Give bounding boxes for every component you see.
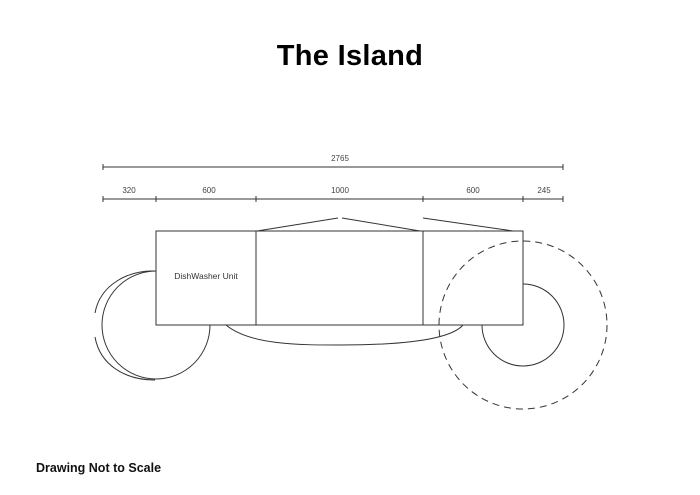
dishwasher-outer-swing-arc (94, 270, 156, 314)
door-swing-lines (256, 217, 514, 232)
right-door-swing-arc (481, 283, 565, 367)
dishwasher-door-swing-arc (101, 270, 211, 380)
island-outline (155, 230, 524, 326)
segment-label-1: 320 (122, 186, 136, 195)
segment-label-4: 600 (466, 186, 480, 195)
segment-label-2: 600 (202, 186, 216, 195)
dashed-clearance-circle (438, 240, 608, 410)
segment-dimension-line (102, 196, 564, 202)
overall-dimension-label: 2765 (331, 154, 349, 163)
segment-label-5: 245 (537, 186, 551, 195)
bottom-swing-curve (225, 324, 464, 346)
dishwasher-unit-label: DishWasher Unit (174, 271, 238, 281)
dishwasher-outer-swing-arc (94, 336, 156, 381)
segment-label-3: 1000 (331, 186, 349, 195)
overall-dimension-line (102, 164, 564, 170)
scale-disclaimer: Drawing Not to Scale (36, 461, 162, 475)
drawing-title: The Island (276, 40, 424, 72)
